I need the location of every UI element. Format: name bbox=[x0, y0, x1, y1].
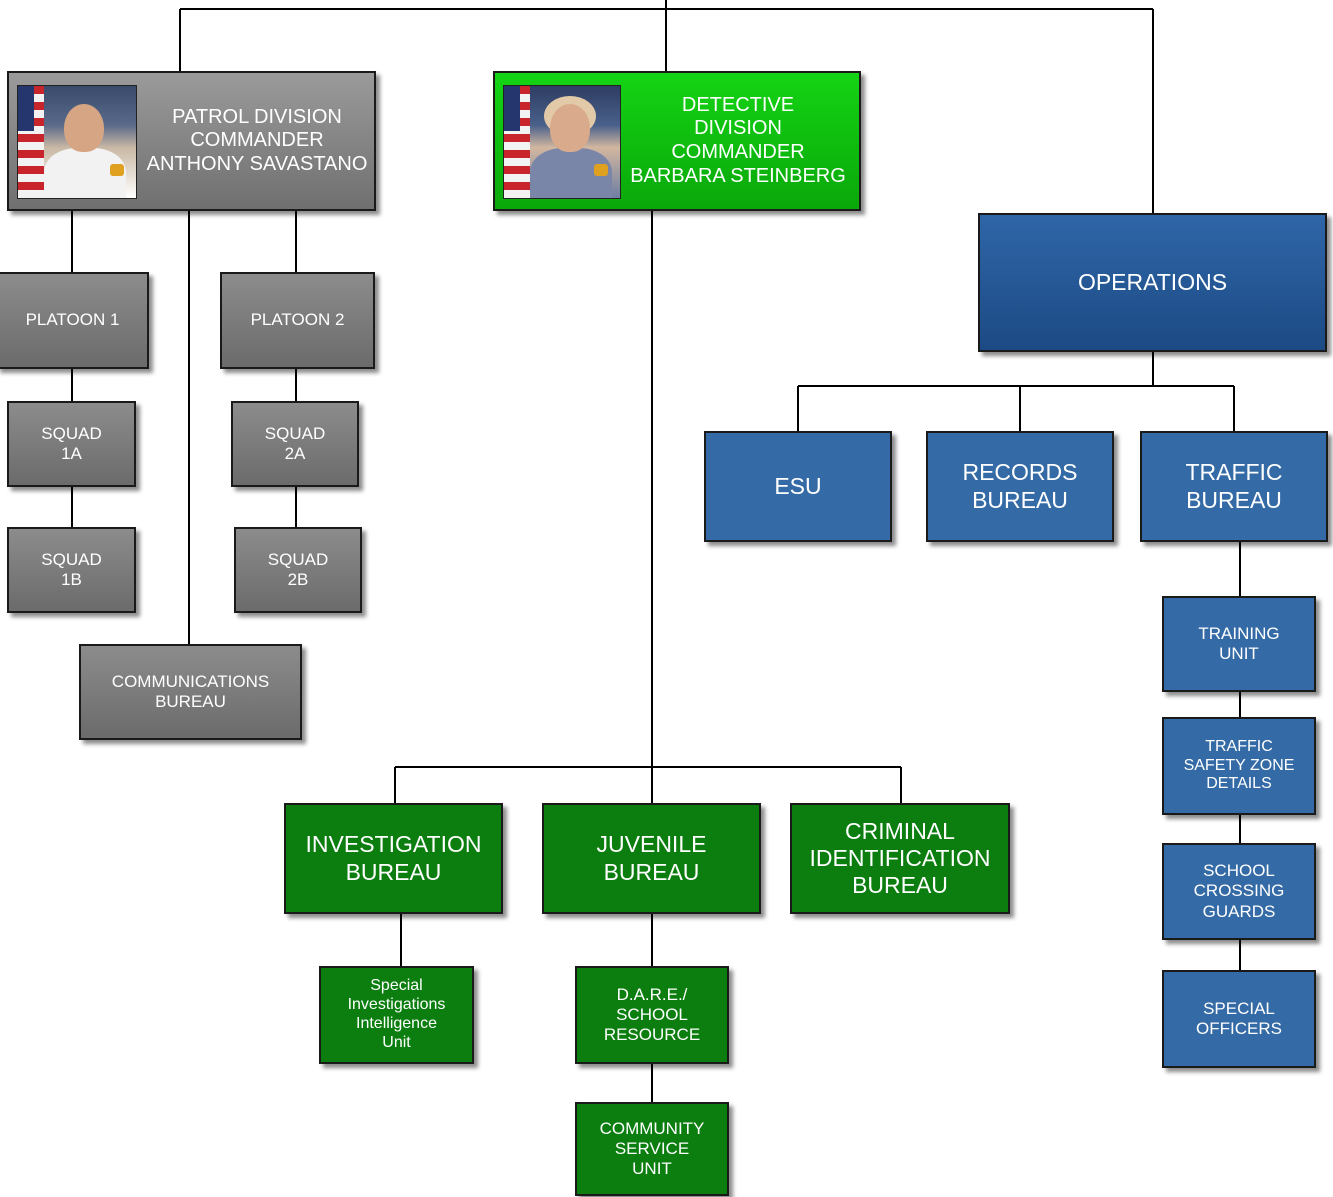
esu-box: ESU bbox=[704, 431, 892, 542]
squad-2a-label: SQUAD 2A bbox=[264, 423, 326, 463]
traffic-safety-zone-box: TRAFFIC SAFETY ZONE DETAILS bbox=[1162, 717, 1316, 815]
commander-steinberg-photo bbox=[503, 85, 621, 199]
platoon-2-box: PLATOON 2 bbox=[220, 272, 375, 369]
face-shape bbox=[550, 104, 590, 152]
records-bureau-box: RECORDS BUREAU bbox=[926, 431, 1114, 542]
squad-1a-label: SQUAD 1A bbox=[41, 423, 102, 463]
juvenile-bureau-box: JUVENILE BUREAU bbox=[542, 803, 761, 914]
communications-bureau-box: COMMUNICATIONS BUREAU bbox=[79, 644, 302, 740]
platoon-2-label: PLATOON 2 bbox=[250, 310, 345, 330]
special-investigations-box: Special Investigations Intelligence Unit bbox=[319, 966, 474, 1064]
detective-division-commander-box: DETECTIVE DIVISION COMMANDER BARBARA STE… bbox=[493, 71, 861, 211]
squad-1b-label: SQUAD 1B bbox=[41, 549, 102, 589]
community-service-unit-label: COMMUNITY SERVICE UNIT bbox=[599, 1118, 705, 1179]
investigation-bureau-label: INVESTIGATION BUREAU bbox=[305, 831, 482, 885]
school-crossing-guards-label: SCHOOL CROSSING GUARDS bbox=[1193, 861, 1285, 921]
american-flag-icon bbox=[504, 86, 530, 198]
criminal-identification-bureau-box: CRIMINAL IDENTIFICATION BUREAU bbox=[790, 803, 1010, 914]
special-officers-label: SPECIAL OFFICERS bbox=[1196, 998, 1282, 1038]
patch-icon bbox=[110, 164, 124, 176]
training-unit-box: TRAINING UNIT bbox=[1162, 596, 1316, 692]
detective-division-title: DETECTIVE DIVISION COMMANDER BARBARA STE… bbox=[630, 93, 846, 187]
squad-2a-box: SQUAD 2A bbox=[231, 401, 359, 487]
patrol-division-commander-box: PATROL DIVISION COMMANDER ANTHONY SAVAST… bbox=[7, 71, 376, 211]
dare-school-resource-label: D.A.R.E./ SCHOOL RESOURCE bbox=[603, 984, 701, 1045]
commander-savastano-photo bbox=[17, 85, 137, 199]
platoon-1-box: PLATOON 1 bbox=[0, 272, 149, 369]
platoon-1-label: PLATOON 1 bbox=[25, 310, 120, 330]
face-shape bbox=[64, 104, 104, 152]
investigation-bureau-box: INVESTIGATION BUREAU bbox=[284, 803, 503, 914]
squad-2b-box: SQUAD 2B bbox=[234, 527, 362, 613]
communications-bureau-label: COMMUNICATIONS BUREAU bbox=[111, 671, 270, 711]
squad-2b-label: SQUAD 2B bbox=[267, 549, 329, 589]
patch-icon bbox=[594, 164, 608, 176]
training-unit-label: TRAINING UNIT bbox=[1198, 623, 1280, 663]
criminal-identification-bureau-label: CRIMINAL IDENTIFICATION BUREAU bbox=[809, 817, 991, 899]
traffic-safety-zone-label: TRAFFIC SAFETY ZONE DETAILS bbox=[1183, 737, 1295, 793]
special-officers-box: SPECIAL OFFICERS bbox=[1162, 970, 1316, 1068]
traffic-bureau-box: TRAFFIC BUREAU bbox=[1140, 431, 1328, 542]
community-service-unit-box: COMMUNITY SERVICE UNIT bbox=[575, 1102, 729, 1196]
operations-title: OPERATIONS bbox=[1077, 268, 1228, 295]
american-flag-icon bbox=[18, 86, 44, 198]
squad-1a-box: SQUAD 1A bbox=[7, 401, 136, 487]
special-investigations-label: Special Investigations Intelligence Unit bbox=[347, 977, 446, 1051]
juvenile-bureau-label: JUVENILE BUREAU bbox=[596, 831, 707, 885]
school-crossing-guards-box: SCHOOL CROSSING GUARDS bbox=[1162, 843, 1316, 940]
records-bureau-label: RECORDS BUREAU bbox=[962, 459, 1078, 513]
patrol-division-title: PATROL DIVISION COMMANDER ANTHONY SAVAST… bbox=[146, 105, 368, 175]
dare-school-resource-box: D.A.R.E./ SCHOOL RESOURCE bbox=[575, 966, 729, 1064]
esu-label: ESU bbox=[774, 472, 822, 499]
squad-1b-box: SQUAD 1B bbox=[7, 527, 136, 613]
traffic-bureau-label: TRAFFIC BUREAU bbox=[1185, 459, 1283, 513]
operations-box: OPERATIONS bbox=[978, 213, 1327, 352]
